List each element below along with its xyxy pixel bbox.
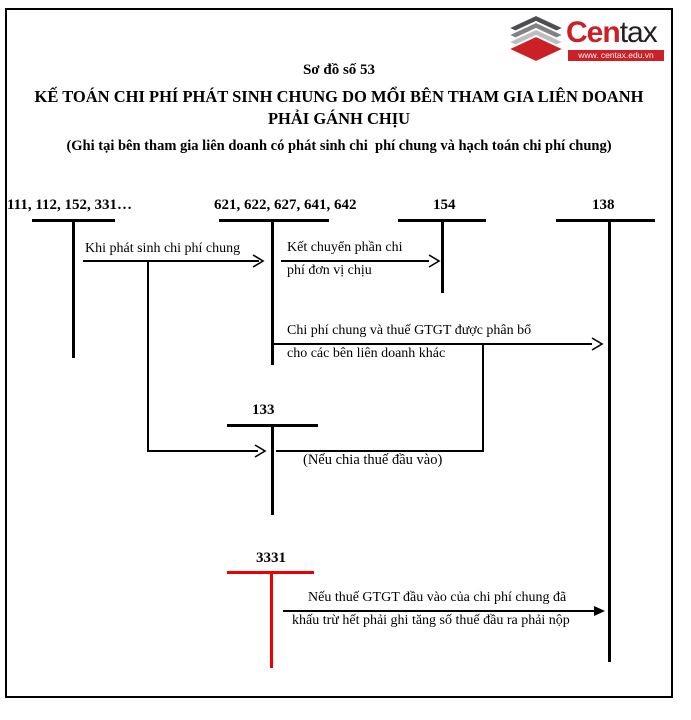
account-label-138: 138 bbox=[592, 197, 615, 213]
centax-logo-icon bbox=[505, 14, 567, 64]
flow-line-to-133 bbox=[147, 450, 258, 452]
account-label-154: 154 bbox=[433, 197, 456, 213]
line-133-right-branch bbox=[276, 450, 484, 452]
arrowhead-phan-bo bbox=[591, 337, 604, 351]
flow-label-neu-chia-thue: (Nếu chia thuế đầu vào) bbox=[303, 452, 443, 468]
diagram-title: KẾ TOÁN CHI PHÍ PHÁT SINH CHUNG DO MỔI B… bbox=[34, 87, 644, 128]
centax-logo-wordmark: Centax bbox=[566, 16, 658, 50]
account-bar-138 bbox=[556, 219, 655, 222]
flow-line-phan-bo bbox=[274, 343, 592, 345]
account-stem-621 bbox=[271, 219, 274, 365]
account-label-3331: 3331 bbox=[256, 550, 286, 566]
account-label-621: 621, 622, 627, 641, 642 bbox=[214, 197, 357, 213]
flow-line-ket-chuyen bbox=[281, 260, 429, 262]
account-stem-133 bbox=[271, 424, 274, 515]
logo-url-bar: www. centax.edu.vn bbox=[568, 50, 664, 61]
account-stem-154 bbox=[441, 219, 444, 293]
flow-label-phan-bo-line1: Chi phí chung và thuế GTGT được phân bổ bbox=[287, 323, 532, 338]
logo-text-tax: tax bbox=[619, 16, 658, 49]
connector-gtgt-branch bbox=[482, 343, 484, 451]
flow-label-ket-chuyen-line1: Kết chuyển phần chi bbox=[287, 240, 403, 255]
flow-line-phat-sinh bbox=[83, 260, 259, 262]
flow-label-thue-dau-vao-line2: khấu trừ hết phải ghi tăng số thuế đầu r… bbox=[292, 613, 570, 628]
flow-line-thue-dau-vao bbox=[283, 610, 595, 612]
account-label-111: 111, 112, 152, 331… bbox=[7, 197, 133, 213]
account-stem-111 bbox=[72, 219, 75, 358]
arrowhead-to-133 bbox=[254, 444, 267, 458]
flow-label-phan-bo-line2: cho các bên liên doanh khác bbox=[287, 346, 446, 361]
logo-url: www. centax.edu.vn bbox=[578, 50, 654, 60]
page-border-frame bbox=[5, 8, 673, 698]
diagram-subtitle: (Ghi tại bên tham gia liên doanh có phát… bbox=[66, 138, 612, 154]
arrowhead-phat-sinh bbox=[252, 254, 265, 268]
arrowhead-thue-dau-vao bbox=[594, 605, 605, 616]
account-stem-138 bbox=[608, 219, 611, 662]
account-stem-3331 bbox=[270, 571, 273, 668]
diagram-number: Sơ đồ số 53 bbox=[302, 62, 376, 78]
connector-down-to-133 bbox=[147, 260, 149, 451]
account-bar-621 bbox=[219, 219, 329, 222]
centax-logo: Centax www. centax.edu.vn bbox=[500, 12, 668, 64]
account-label-133: 133 bbox=[252, 402, 275, 418]
flow-label-ket-chuyen-line2: phí đơn vị chịu bbox=[287, 263, 372, 278]
arrowhead-ket-chuyen bbox=[428, 254, 441, 268]
logo-text-cen: Cen bbox=[566, 16, 621, 49]
flow-label-thue-dau-vao-line1: Nếu thuế GTGT đầu vào của chi phí chung … bbox=[308, 590, 567, 605]
flow-label-phat-sinh: Khi phát sinh chi phí chung bbox=[85, 241, 241, 256]
